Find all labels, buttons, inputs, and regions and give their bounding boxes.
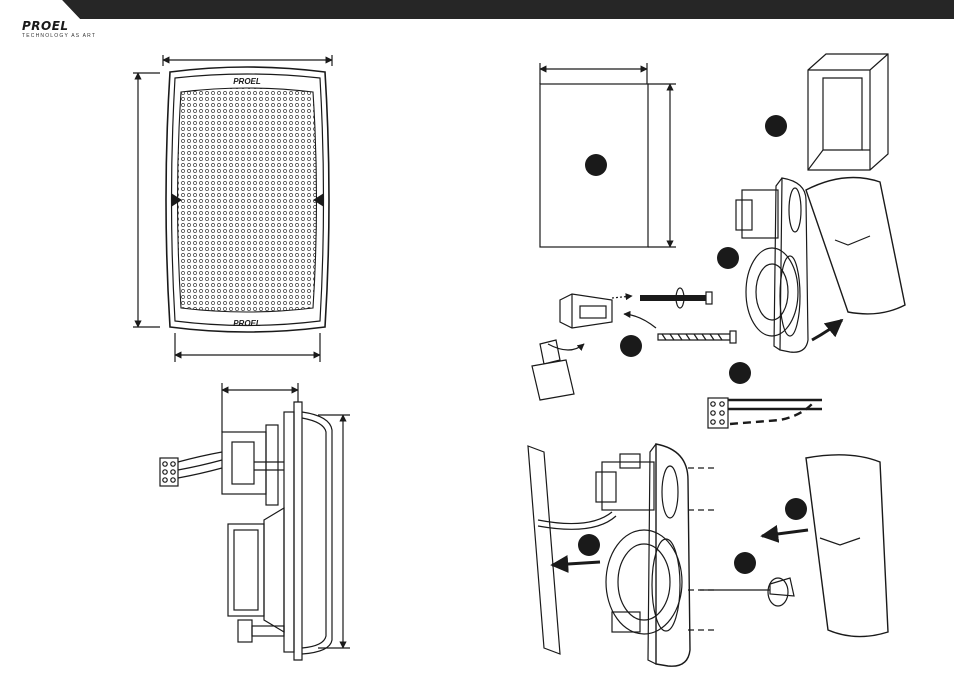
clamp-assembly bbox=[532, 288, 736, 400]
front-view: PROEL PROEL bbox=[133, 55, 332, 362]
grille-logo-top: PROEL bbox=[233, 77, 261, 86]
cutout-template bbox=[540, 63, 676, 247]
mounting-box bbox=[765, 54, 888, 170]
grille-logo-bottom: PROEL bbox=[233, 319, 261, 328]
terminal-wiring bbox=[708, 362, 822, 428]
speaker-angled bbox=[717, 178, 905, 353]
terminal-block-side bbox=[160, 458, 178, 486]
side-view bbox=[160, 383, 350, 660]
wall-installation bbox=[528, 444, 888, 666]
insert-arrow bbox=[762, 530, 808, 536]
removal-arrow bbox=[552, 562, 600, 565]
